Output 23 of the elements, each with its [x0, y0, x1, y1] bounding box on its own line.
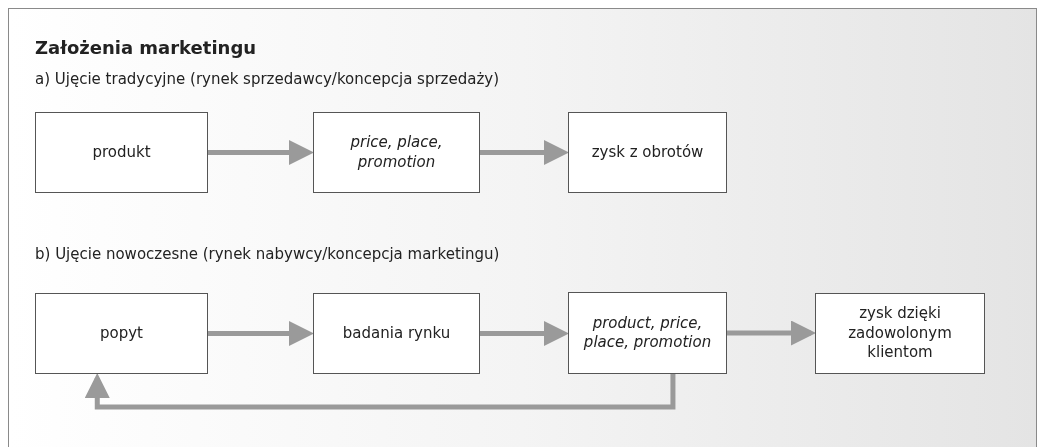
arrow — [480, 321, 569, 346]
arrow — [727, 320, 816, 346]
arrow — [480, 140, 569, 165]
section-heading: b) Ujęcie nowoczesne (rynek nabywcy/koncepcja marketingu) — [35, 245, 500, 263]
box-text: zysk z obrotów — [590, 142, 705, 163]
box-text: zysk dzięki zadowolonym klientom — [847, 304, 953, 363]
box-text: price, place, promotion — [349, 133, 444, 172]
box-text: product, price, place, promotion — [582, 313, 713, 353]
process-box — [815, 293, 985, 374]
arrow — [208, 140, 314, 165]
section-heading: a) Ujęcie tradycyjne (rynek sprzedawcy/koncepcja sprzedaży) — [35, 70, 499, 88]
box-text: produkt — [91, 142, 152, 163]
process-box — [35, 112, 208, 193]
process-box — [568, 292, 727, 374]
process-box — [35, 293, 208, 374]
process-box — [568, 112, 727, 193]
arrow — [208, 321, 314, 346]
process-box — [313, 293, 480, 374]
arrow — [84, 373, 676, 410]
process-box — [313, 112, 480, 193]
box-text: badania rynku — [341, 323, 452, 344]
box-text: popyt — [99, 323, 144, 344]
diagram-title: Założenia marketingu — [35, 37, 257, 58]
